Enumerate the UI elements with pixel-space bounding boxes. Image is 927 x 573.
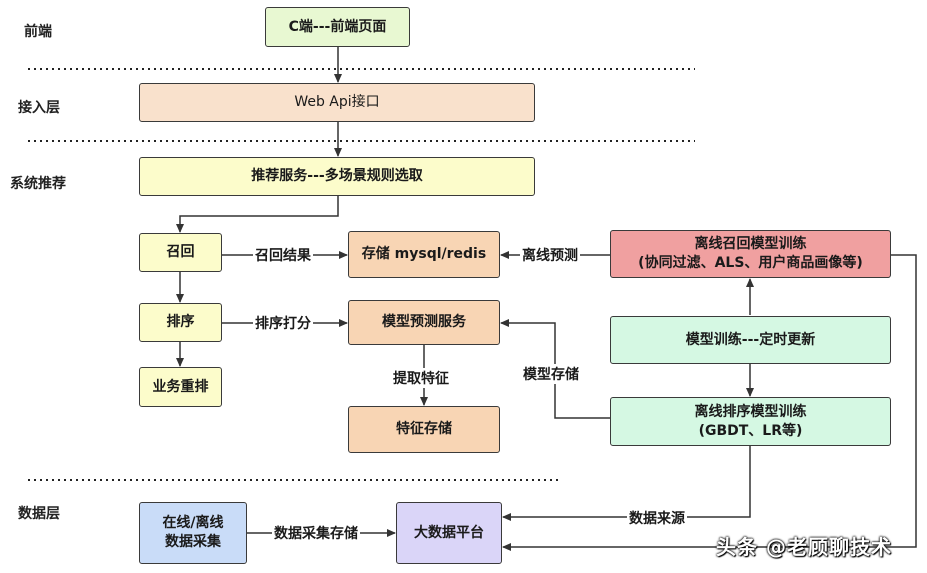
node-model-predict: 模型预测服务 xyxy=(348,300,500,345)
node-storage: 存储 mysql/redis xyxy=(348,231,500,278)
node-storage-label: 存储 mysql/redis xyxy=(361,246,487,262)
node-model-train-label: 模型训练---定时更新 xyxy=(685,331,816,348)
node-model-predict-label: 模型预测服务 xyxy=(382,314,466,330)
edge-label-offline-predict: 离线预测 xyxy=(520,245,580,265)
node-offline-rank-train-line2: (GBDT、LR等) xyxy=(698,422,803,439)
node-rerank-label: 业务重排 xyxy=(152,378,209,395)
layer-label-system: 系统推荐 xyxy=(10,176,66,192)
layer-label-access: 接入层 xyxy=(18,100,60,116)
node-data-collect: 在线/离线 数据采集 xyxy=(139,502,247,564)
edge-label-recall-result: 召回结果 xyxy=(253,245,313,265)
node-recall: 召回 xyxy=(139,233,222,272)
node-big-data: 大数据平台 xyxy=(396,502,502,564)
node-offline-recall-train-line2: (协同过滤、ALS、用户商品画像等) xyxy=(638,255,863,271)
edge-rank-train-to-bigdata xyxy=(502,446,751,521)
node-big-data-label: 大数据平台 xyxy=(414,524,484,541)
layer-label-data: 数据层 xyxy=(18,506,60,522)
node-ranking: 排序 xyxy=(139,303,222,342)
edge-label-rank-score: 排序打分 xyxy=(253,313,313,333)
node-web-api-label: Web Api接口 xyxy=(294,94,380,110)
node-rec-service-label: 推荐服务---多场景规则选取 xyxy=(251,168,423,184)
node-rerank: 业务重排 xyxy=(139,367,222,407)
node-feature-store-label: 特征存储 xyxy=(396,421,452,437)
node-feature-store: 特征存储 xyxy=(348,406,500,453)
node-offline-recall-train: 离线召回模型训练 (协同过滤、ALS、用户商品画像等) xyxy=(610,230,891,278)
node-offline-recall-train-line1: 离线召回模型训练 xyxy=(694,236,807,252)
watermark: 头条 @老顾聊技术 xyxy=(716,535,892,559)
edge-label-extract-feature: 提取特征 xyxy=(391,368,451,388)
node-rec-service: 推荐服务---多场景规则选取 xyxy=(139,157,535,196)
edge-rec-to-recall xyxy=(176,196,339,233)
edge-label-data-collect-store: 数据采集存储 xyxy=(272,523,360,543)
node-data-collect-line2: 数据采集 xyxy=(165,534,221,550)
node-model-train: 模型训练---定时更新 xyxy=(610,316,891,364)
node-c-frontend-label: C端---前端页面 xyxy=(288,18,387,35)
node-web-api: Web Api接口 xyxy=(139,83,535,122)
node-recall-label: 召回 xyxy=(166,244,195,260)
node-offline-rank-train: 离线排序模型训练 (GBDT、LR等) xyxy=(610,397,891,446)
node-c-frontend: C端---前端页面 xyxy=(265,7,410,47)
edge-label-data-source: 数据来源 xyxy=(627,508,687,528)
layer-label-frontend: 前端 xyxy=(24,24,52,40)
edge-recall-train-to-bigdata xyxy=(502,254,917,551)
node-ranking-label: 排序 xyxy=(166,314,195,330)
edge-label-model-store: 模型存储 xyxy=(521,364,581,384)
node-offline-rank-train-line1: 离线排序模型训练 xyxy=(694,403,807,420)
node-data-collect-line1: 在线/离线 xyxy=(162,515,224,531)
